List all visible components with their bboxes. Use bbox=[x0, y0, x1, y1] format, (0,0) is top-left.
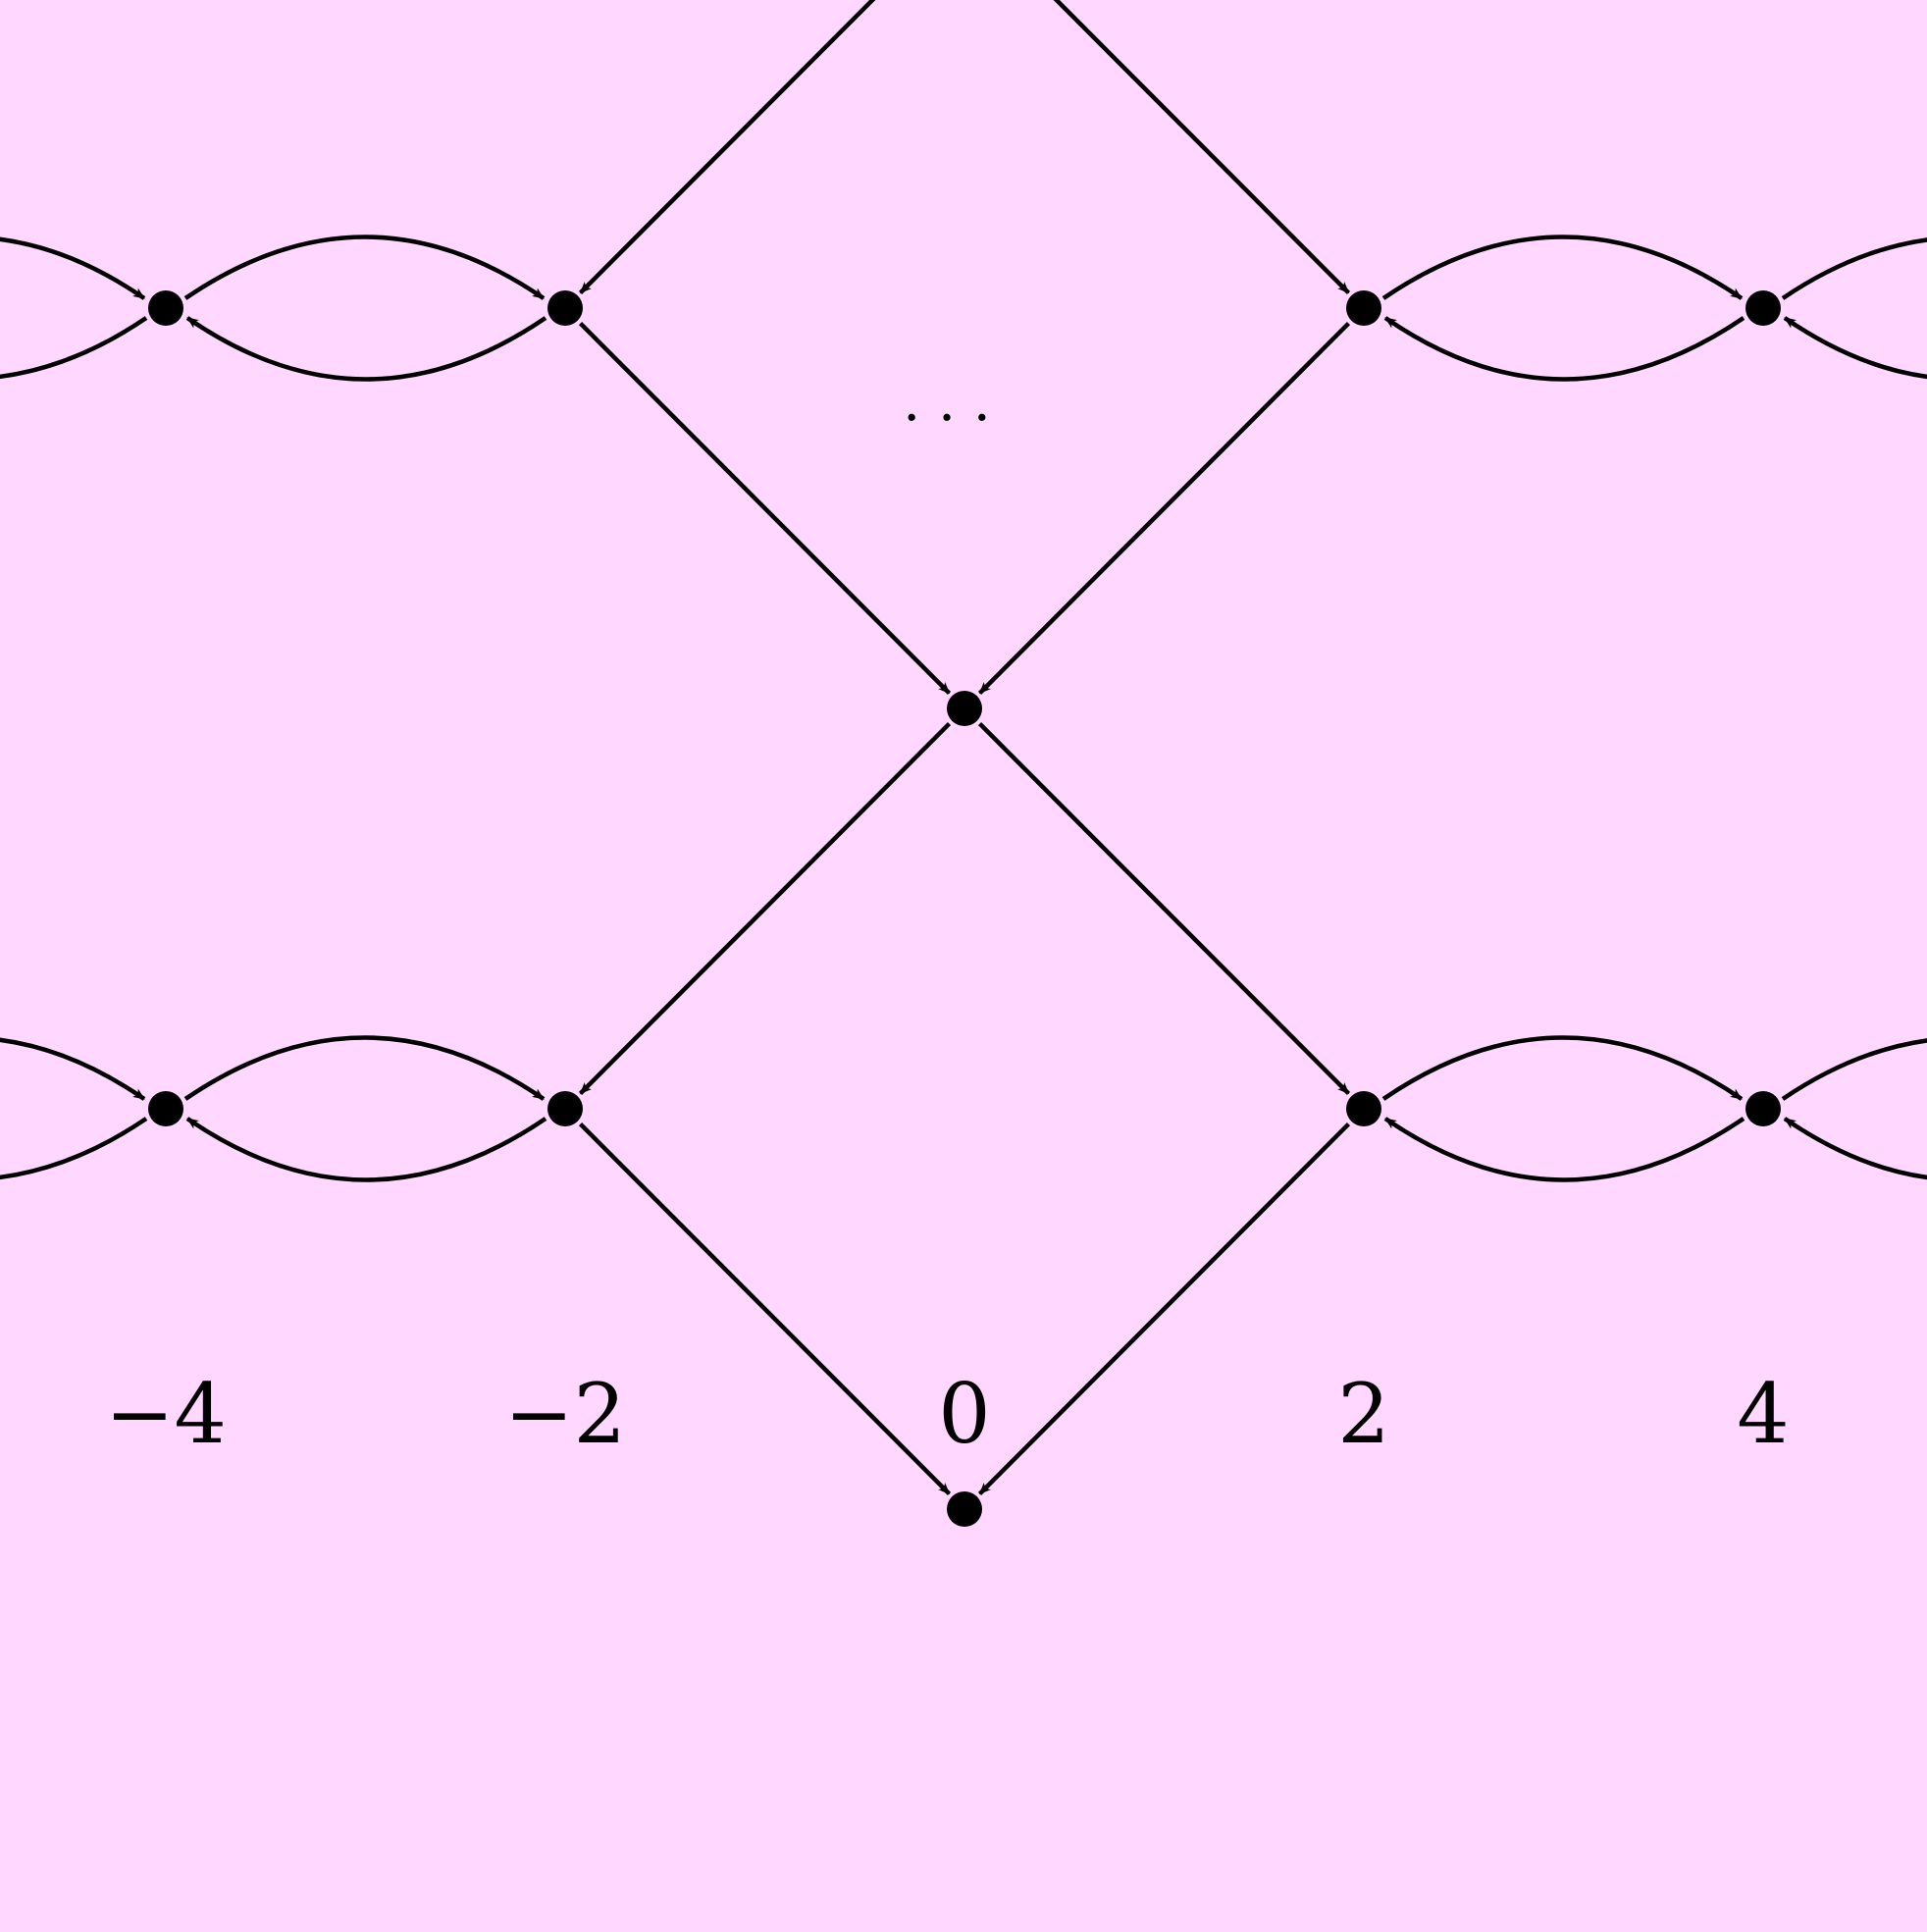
axis-label-2: 2 bbox=[1337, 1366, 1389, 1462]
nodes-layer bbox=[148, 290, 1781, 1527]
edge-n0_mid-to-n2_low bbox=[977, 721, 1351, 1096]
curved-edge-n2_low-to-n4_low bbox=[1381, 1035, 1744, 1101]
node-n2_up bbox=[1346, 290, 1381, 326]
axis-label-neg4: −4 bbox=[105, 1366, 227, 1462]
edges-layer bbox=[0, 0, 1927, 1496]
curved-edge-nm2_up-to-nm4_up bbox=[185, 316, 547, 382]
axis-label-neg2: −2 bbox=[504, 1366, 626, 1462]
node-n0_bot bbox=[947, 1491, 982, 1527]
axis-label-4: 4 bbox=[1737, 1366, 1789, 1462]
node-nm4_low bbox=[148, 1091, 183, 1126]
curved-edge-n4_up-to-n2_up bbox=[1383, 316, 1745, 382]
curved-edge-nm4_up-to-nm2_up bbox=[183, 235, 546, 300]
offscreen-edge-into-n4_low bbox=[1783, 1117, 1927, 1180]
edge-n0_top-to-n2_up bbox=[1053, 0, 1351, 295]
curved-edge-nm4_low-to-nm2_low bbox=[183, 1035, 546, 1101]
offscreen-edge-from-nm4_low bbox=[0, 1117, 148, 1180]
edge-nm2_up-to-n0_mid bbox=[578, 321, 952, 696]
ellipsis-label: ... bbox=[903, 370, 1008, 434]
curved-edge-n4_low-to-n2_low bbox=[1383, 1117, 1745, 1182]
edge-n0_mid-to-nm2_low bbox=[578, 721, 952, 1096]
node-n4_low bbox=[1745, 1091, 1781, 1126]
offscreen-edge-from-nm4_up bbox=[0, 316, 148, 380]
offscreen-edge-into-n4_up bbox=[1783, 316, 1927, 380]
curved-edge-nm2_low-to-nm4_low bbox=[185, 1117, 547, 1182]
edge-n2_up-to-n0_mid bbox=[977, 321, 1351, 696]
node-nm2_low bbox=[547, 1091, 583, 1126]
edge-nm2_low-to-n0_bot bbox=[578, 1122, 952, 1496]
node-nm2_up bbox=[547, 290, 583, 326]
node-n0_mid bbox=[947, 691, 982, 726]
curved-edge-n2_up-to-n4_up bbox=[1381, 235, 1744, 300]
axis-labels: −4 −2 0 2 4 bbox=[105, 1366, 1790, 1462]
node-n2_low bbox=[1346, 1091, 1381, 1126]
offscreen-edge-from-n4_low bbox=[1781, 1038, 1927, 1101]
node-n4_up bbox=[1745, 290, 1781, 326]
edge-n0_top-to-nm2_up bbox=[578, 0, 876, 295]
offscreen-edge-into-nm4_up bbox=[0, 236, 146, 300]
edge-n2_low-to-n0_bot bbox=[977, 1122, 1351, 1496]
offscreen-edge-from-n4_up bbox=[1781, 237, 1927, 300]
node-nm4_up bbox=[148, 290, 183, 326]
offscreen-edge-into-nm4_low bbox=[0, 1037, 146, 1101]
axis-label-0: 0 bbox=[938, 1366, 990, 1462]
